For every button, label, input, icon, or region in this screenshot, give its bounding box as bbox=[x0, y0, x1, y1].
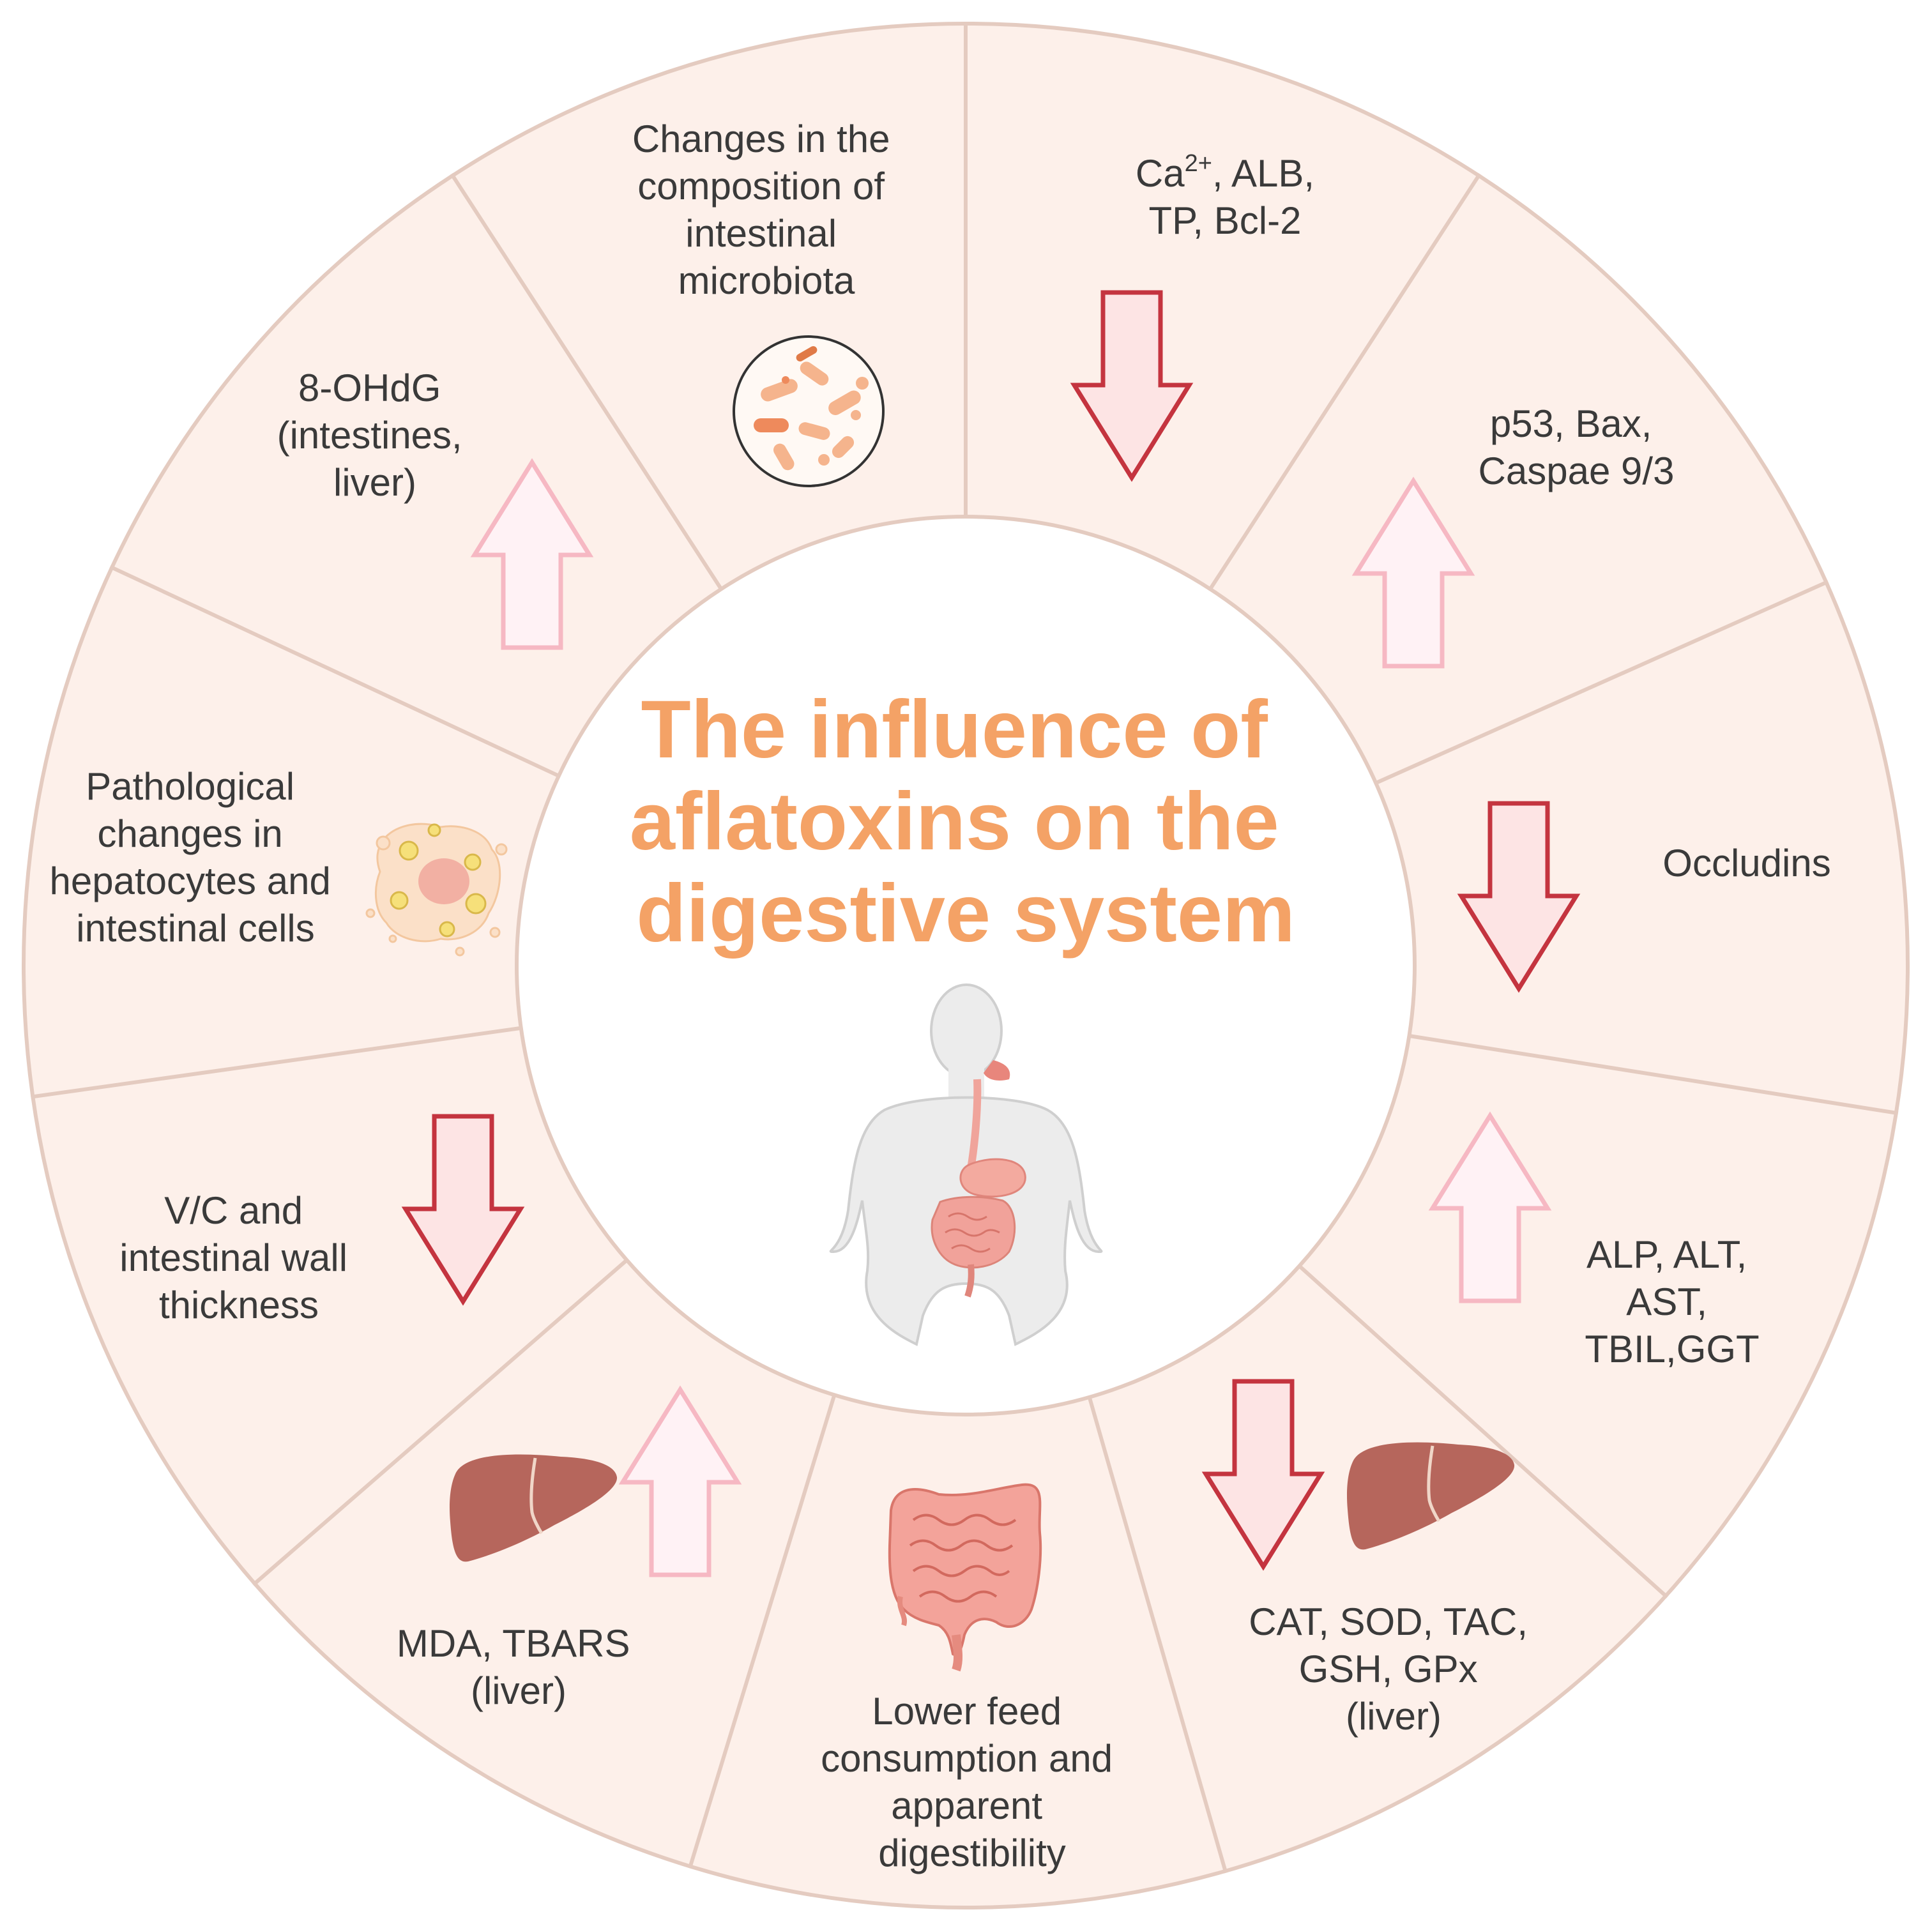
segment-divider-11 bbox=[450, 172, 724, 592]
occludins-label: Occludins bbox=[1662, 842, 1830, 884]
segment-divider-6 bbox=[1087, 1395, 1228, 1874]
calcium-label-line-2: TP, Bcl-2 bbox=[1149, 199, 1302, 242]
segment-divider-10 bbox=[109, 565, 561, 778]
segment-divider-9 bbox=[30, 1026, 524, 1099]
title-line-1: The influence of bbox=[641, 684, 1268, 775]
p53-label: p53, Bax, Caspae 9/3 bbox=[1479, 402, 1675, 492]
calcium-label: Ca2+, ALB, bbox=[1136, 150, 1314, 195]
antioxidants-label: CAT, SOD, TAC, GSH, GPx (liver) bbox=[1249, 1600, 1538, 1738]
segment-divider-4 bbox=[1406, 1033, 1899, 1116]
segment-divider-7 bbox=[688, 1392, 837, 1869]
segment-divider-2 bbox=[1207, 172, 1482, 592]
title-line-2: aflatoxins on the bbox=[630, 776, 1279, 867]
bacteria-icon bbox=[733, 335, 885, 487]
intestine-icon bbox=[888, 1483, 1042, 1672]
segment-divider-8 bbox=[252, 1257, 630, 1586]
segment-divider-5 bbox=[1297, 1263, 1669, 1599]
title-line-3: digestive system bbox=[636, 868, 1295, 959]
segment-dividers bbox=[30, 22, 1899, 1874]
microbiota-label: Changes in the composition of intestinal… bbox=[632, 118, 901, 302]
feed-label: Lower feed consumption and apparent dige… bbox=[821, 1690, 1123, 1874]
pathological-label: Pathological changes in hepatocytes and … bbox=[49, 765, 341, 950]
segment-divider-3 bbox=[1373, 580, 1829, 786]
mda-label: MDA, TBARS (liver) bbox=[397, 1622, 641, 1712]
center-circle bbox=[515, 515, 1417, 1416]
center-title: The influence of aflatoxins on the diges… bbox=[630, 684, 1302, 959]
human-digestive-system-icon bbox=[829, 983, 1103, 1346]
liver-enzymes-label: ALP, ALT, AST, TBIL,GGT bbox=[1585, 1233, 1759, 1370]
damaged-cell-icon bbox=[365, 823, 508, 957]
ohdg-label: 8-OHdG (intestines, liver) bbox=[277, 367, 473, 504]
vc-label: V/C and intestinal wall thickness bbox=[119, 1189, 358, 1326]
